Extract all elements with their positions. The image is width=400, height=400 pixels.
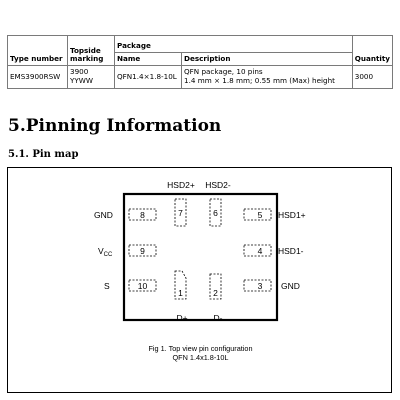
table-row: EMS3900RSW 3900 YYWW QFN1.4×1.8-10L QFN … [7,65,394,89]
table-header-row: Type number Topside marking Package Quan… [7,35,394,66]
pin-pad-6 [209,198,222,227]
pin-number-6: 6 [213,208,218,218]
pin-pad-3 [243,279,272,292]
header-name: Name [114,52,182,66]
pin-label-9: VCC [98,246,113,258]
figure-caption-line1: Fig 1. Top view pin configuration [148,344,253,353]
pin-label-5: HSD1+ [278,210,306,220]
pin-number-1: 1 [178,288,183,298]
pin-pad-2 [209,273,222,300]
pin-label-3: GND [281,281,300,291]
pin-number-7: 7 [178,208,183,218]
pin-number-10: 10 [138,281,148,291]
pin-map-figure: 8 9 10 5 4 3 7 6 1 2 HSD2+ HSD2- GND VCC… [7,167,392,393]
cell-type-number: EMS3900RSW [7,65,68,89]
pin-label-8: GND [94,210,113,220]
cell-topside-marking: 3900 YYWW [67,65,115,89]
pin-pad-1 [174,270,187,300]
package-outline [122,192,279,322]
pin-number-2: 2 [213,288,218,298]
pin-label-2: D- [214,313,223,323]
header-type-number: Type number [7,35,68,66]
pin-label-4: HSD1- [278,246,304,256]
pin-map-diagram: 8 9 10 5 4 3 7 6 1 2 HSD2+ HSD2- GND VCC… [94,180,306,323]
pin-label-7: HSD2+ [167,180,195,190]
section-title: 5.Pinning Information [8,116,222,136]
pin-label-6: HSD2- [205,180,231,190]
pin-pad-4 [243,244,272,257]
pin-label-10: S [104,281,110,291]
header-quantity: Quantity [351,35,394,66]
cell-quantity: 3000 [351,65,394,89]
pin-pad-5 [243,208,272,221]
pin-number-5: 5 [258,210,263,220]
cell-description: QFN package, 10 pins 1.4 mm × 1.8 mm; 0.… [181,65,353,89]
pin-pad-7 [174,198,187,227]
header-package: Package [114,35,353,53]
header-description: Description [181,52,353,66]
pin-number-4: 4 [258,246,263,256]
pin-number-3: 3 [258,281,263,291]
header-topside-marking: Topside marking [67,35,115,66]
pin-number-9: 9 [140,246,145,256]
pin-number-8: 8 [140,210,145,220]
pin-pad-8 [128,208,157,221]
cell-package-name: QFN1.4×1.8-10L [114,65,182,89]
pin-pad-10 [128,279,157,292]
pin-label-1: D+ [176,313,187,323]
subsection-title: 5.1. Pin map [8,149,79,160]
pin-pad-9 [128,244,157,257]
ordering-table: Type number Topside marking Package Quan… [7,35,394,89]
table-subheader-row: Name Description [8,52,393,66]
figure-caption-line2: QFN 1.4x1.8-10L [172,353,229,362]
